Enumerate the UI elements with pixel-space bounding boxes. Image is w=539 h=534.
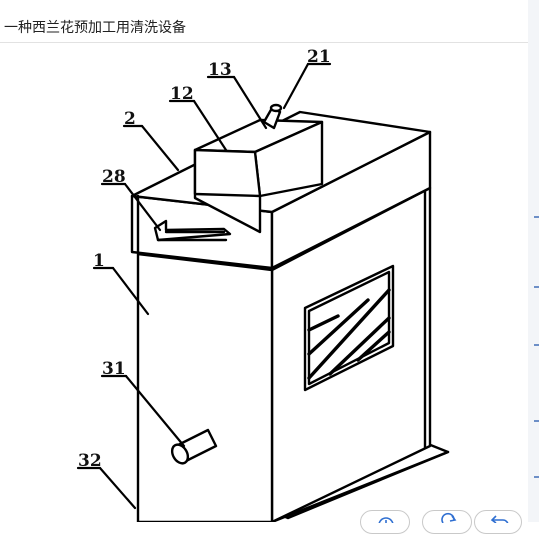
label-13: 13 [208, 60, 232, 80]
side-panel-mark [534, 476, 539, 478]
lid-handle [153, 219, 232, 242]
inlet-pipe [262, 103, 283, 130]
side-panel-edge [528, 0, 539, 522]
label-28: 28 [102, 167, 126, 187]
outlet-pipe [170, 428, 218, 465]
zoom-button[interactable] [360, 510, 410, 534]
rotate-button[interactable] [422, 510, 472, 534]
top-component-box [193, 118, 324, 234]
undo-icon [490, 515, 509, 523]
undo-button[interactable] [474, 510, 522, 534]
label-31: 31 [102, 359, 126, 379]
label-2: 2 [124, 109, 136, 129]
viewing-window [303, 264, 395, 392]
title-bar: 一种西兰花预加工用清洗设备 [0, 0, 528, 43]
page-title: 一种西兰花预加工用清洗设备 [4, 20, 186, 36]
side-panel-mark [534, 420, 539, 422]
label-12: 12 [170, 84, 194, 104]
patent-drawing: 1 2 12 13 21 28 31 32 [0, 43, 528, 522]
rotate-icon [441, 512, 457, 523]
side-panel-mark [534, 286, 539, 288]
zoom-in-icon [378, 517, 394, 523]
side-panel-mark [534, 344, 539, 346]
leader-lines [76, 62, 332, 510]
side-panel-mark [534, 216, 539, 218]
label-21: 21 [307, 47, 331, 67]
label-1: 1 [93, 251, 105, 271]
label-32: 32 [78, 451, 102, 471]
